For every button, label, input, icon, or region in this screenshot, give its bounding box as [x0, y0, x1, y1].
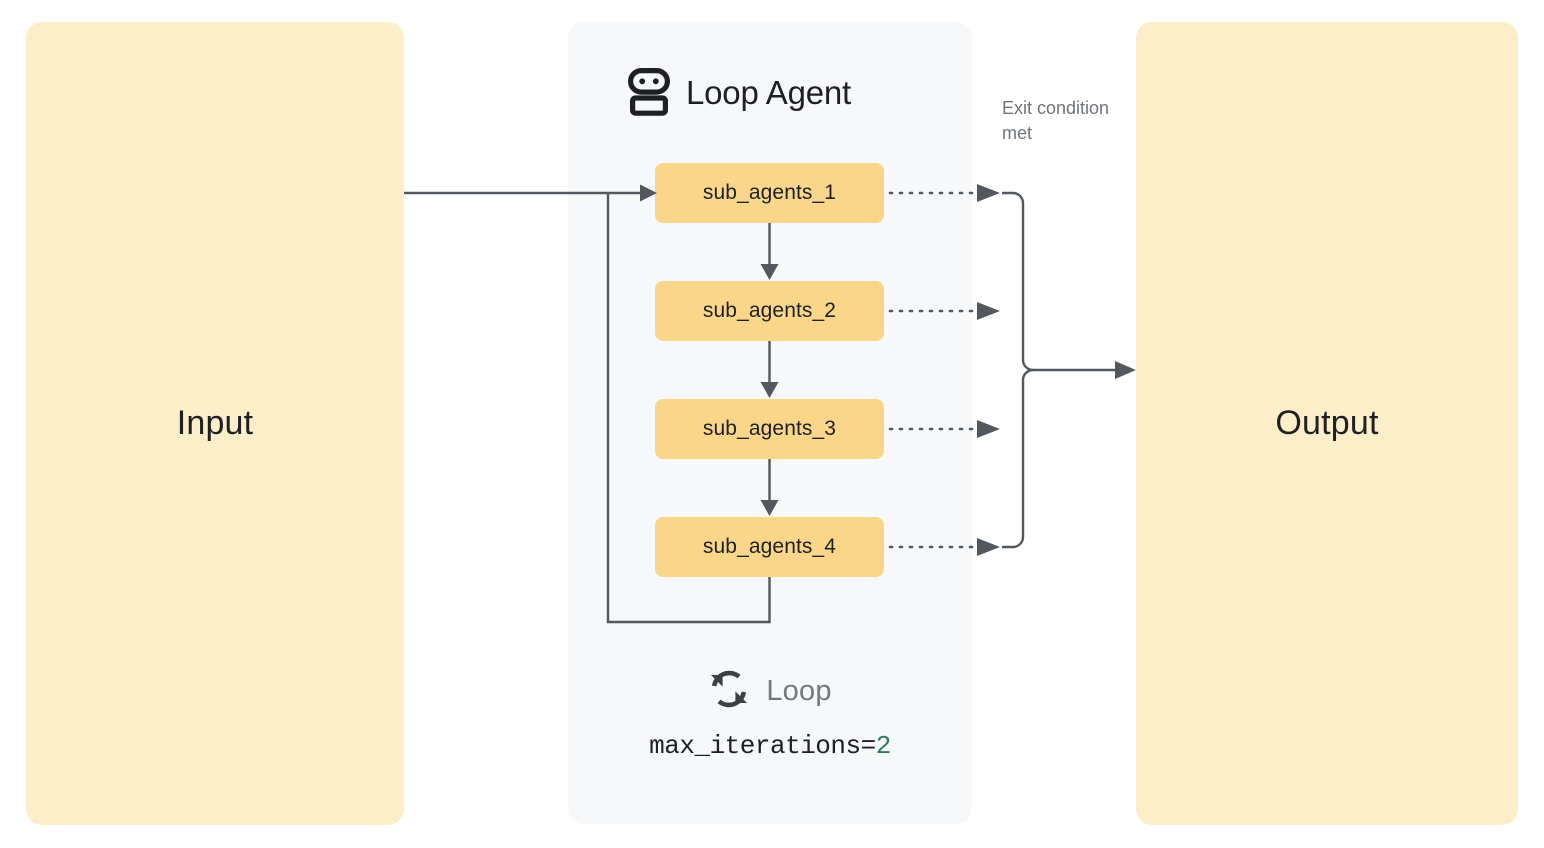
loop-label: Loop	[766, 675, 832, 707]
loop-agent-header: Loop Agent	[628, 68, 851, 116]
robot-icon	[628, 68, 670, 116]
max-iterations-key: max_iterations=	[649, 731, 876, 761]
sub-agent-label: sub_agents_4	[702, 535, 837, 558]
max-iterations-row: max_iterations=2	[568, 731, 972, 761]
sub-agent-node[interactable]: sub_agents_3	[655, 399, 884, 459]
sub-agent-node[interactable]: sub_agents_2	[655, 281, 884, 341]
loop-footer: Loop max_iterations=2	[568, 668, 972, 761]
exit-condition-label: Exit condition met	[1002, 98, 1110, 143]
sub-agent-node[interactable]: sub_agents_4	[655, 517, 884, 577]
input-panel-label: Input	[176, 404, 254, 442]
loop-agent-title: Loop Agent	[686, 73, 851, 111]
sub-agent-label: sub_agents_2	[702, 299, 837, 322]
sub-agent-label: sub_agents_3	[702, 417, 837, 440]
max-iterations-value: 2	[875, 731, 892, 761]
output-panel-label: Output	[1275, 404, 1379, 442]
loop-row: Loop	[568, 668, 972, 715]
wire-exit-merge-to-output	[1002, 191, 1136, 549]
loop-sync-icon	[708, 668, 750, 715]
sub-agent-node[interactable]: sub_agents_1	[655, 163, 884, 223]
output-panel: Output	[1136, 22, 1518, 825]
sub-agent-label: sub_agents_1	[702, 181, 837, 204]
input-panel: Input	[26, 22, 404, 825]
